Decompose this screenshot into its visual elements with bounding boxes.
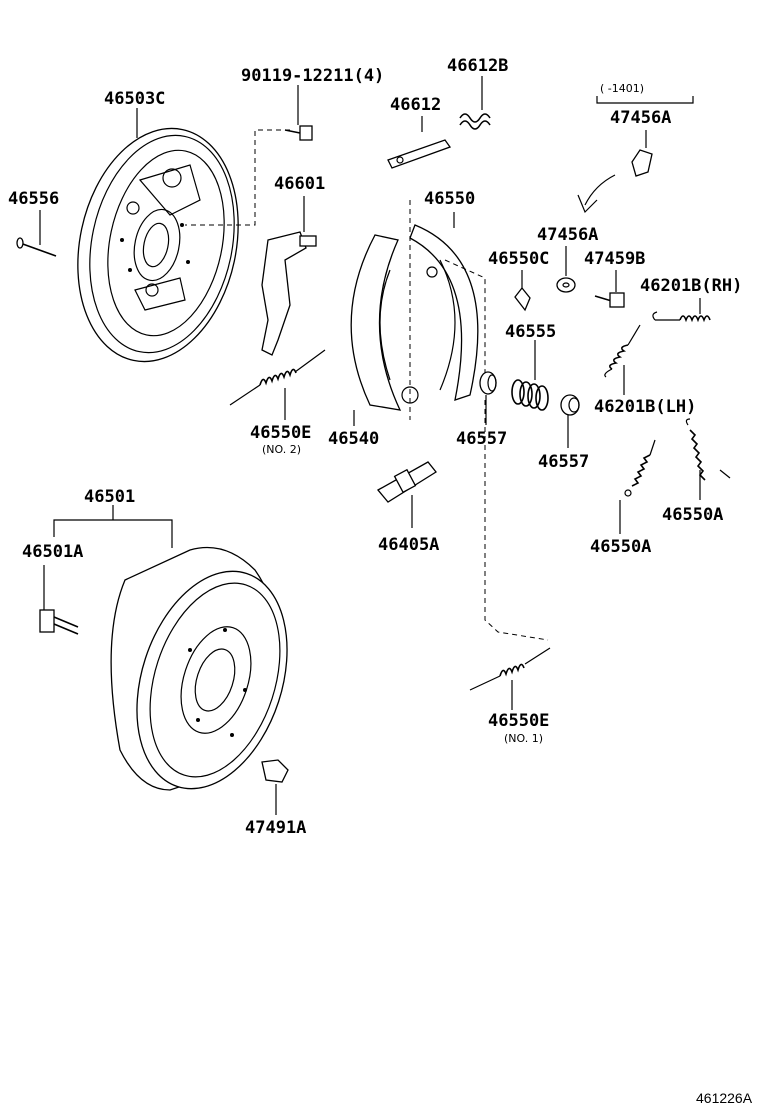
brake-shoe-drawing[interactable]	[350, 224, 479, 411]
label-46556[interactable]: 46556	[8, 189, 59, 209]
label-46550C[interactable]: 46550C	[488, 249, 549, 269]
strut-46612-drawing[interactable]	[387, 139, 452, 169]
spring-46550A-left-drawing[interactable]	[624, 439, 656, 497]
label-46612[interactable]: 46612	[390, 95, 441, 115]
label-46405A[interactable]: 46405A	[378, 535, 439, 555]
label-46201B-RH[interactable]: 46201B(RH)	[640, 276, 742, 296]
label-46201B-LH[interactable]: 46201B(LH)	[594, 397, 696, 417]
label-47491A[interactable]: 47491A	[245, 818, 306, 838]
spring-46555-drawing[interactable]	[511, 379, 549, 411]
spring-46201B-LH-drawing[interactable]	[604, 324, 641, 378]
clip-47456A-top-drawing[interactable]	[631, 149, 653, 177]
label-46555[interactable]: 46555	[505, 322, 556, 342]
spring-46612B-drawing[interactable]	[459, 113, 491, 130]
clip-46550C-drawing[interactable]	[514, 286, 531, 312]
cap-47491A-drawing[interactable]	[261, 759, 289, 783]
figure-id: 461226A	[696, 1090, 753, 1106]
cup-46557-left-drawing[interactable]	[479, 371, 497, 395]
label-46550A-left[interactable]: 46550A	[590, 537, 651, 557]
note-no2: (NO. 2)	[262, 443, 301, 456]
spring-46550E-no1-drawing[interactable]	[469, 647, 551, 691]
label-90119-12211[interactable]: 90119-12211(4)	[241, 66, 384, 86]
cup-46557-right-drawing[interactable]	[560, 394, 580, 416]
backing-plate-drawing[interactable]	[57, 113, 259, 376]
label-47456A-top[interactable]: 47456A	[610, 108, 671, 128]
label-47456A[interactable]: 47456A	[537, 225, 598, 245]
label-46612B[interactable]: 46612B	[447, 56, 508, 76]
spring-46550A-right-drawing[interactable]	[685, 418, 731, 481]
note-no1: (NO. 1)	[504, 732, 543, 745]
label-46501A[interactable]: 46501A	[22, 542, 83, 562]
spring-46201B-RH-drawing[interactable]	[652, 311, 711, 323]
pin-46556-drawing[interactable]	[16, 237, 57, 257]
label-46503C[interactable]: 46503C	[104, 89, 165, 109]
label-46501[interactable]: 46501	[84, 487, 135, 507]
bolt-47459B-drawing[interactable]	[594, 292, 625, 308]
label-46601[interactable]: 46601	[274, 174, 325, 194]
bolt-90119-drawing[interactable]	[284, 125, 313, 141]
stud-46501A-drawing[interactable]	[39, 609, 79, 635]
lever-46601-drawing[interactable]	[261, 231, 317, 356]
brake-drum-drawing[interactable]	[110, 546, 313, 809]
label-46557-left[interactable]: 46557	[456, 429, 507, 449]
date-note: ( -1401)	[600, 82, 644, 95]
label-46550A-right[interactable]: 46550A	[662, 505, 723, 525]
label-46550[interactable]: 46550	[424, 189, 475, 209]
label-46550E-no2[interactable]: 46550E	[250, 423, 311, 443]
label-46550E-no1[interactable]: 46550E	[488, 711, 549, 731]
spring-46550E-no2-drawing[interactable]	[229, 349, 326, 406]
washer-47456A-drawing[interactable]	[556, 277, 576, 293]
adjuster-46405A-drawing[interactable]	[376, 461, 437, 503]
label-46540[interactable]: 46540	[328, 429, 379, 449]
label-47459B[interactable]: 47459B	[584, 249, 645, 269]
label-46557-right[interactable]: 46557	[538, 452, 589, 472]
